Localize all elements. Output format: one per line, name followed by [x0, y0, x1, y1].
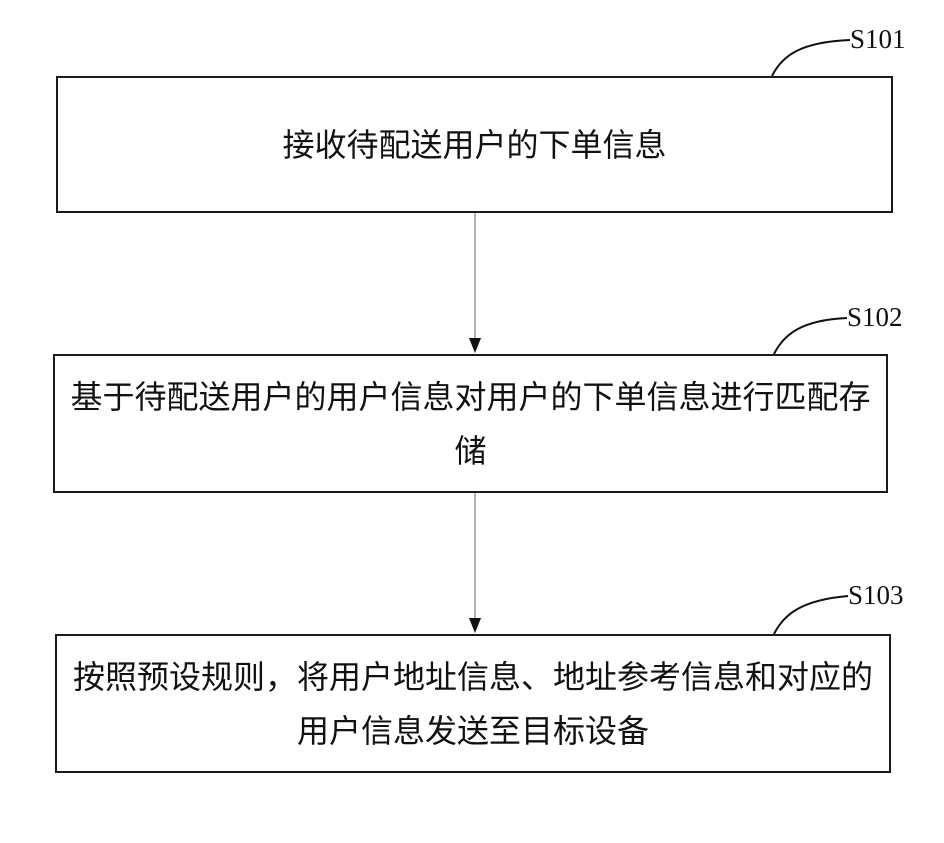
- label-leader-s103: [774, 596, 848, 634]
- step-label-s102: S102: [847, 302, 903, 332]
- step-text-s102: 基于待配送用户的用户信息对用户的下单信息进行匹配存储: [69, 370, 872, 478]
- label-leader-s102: [774, 318, 847, 354]
- step-label-s103: S103: [848, 580, 904, 610]
- step-label-s101: S101: [850, 24, 906, 54]
- flow-arrow-2-head: [469, 618, 481, 633]
- step-text-s101: 接收待配送用户的下单信息: [282, 118, 666, 172]
- flow-arrow-1-head: [469, 338, 481, 353]
- step-box-s101: 接收待配送用户的下单信息: [56, 76, 893, 213]
- label-leader-s101: [772, 40, 850, 76]
- step-box-s102: 基于待配送用户的用户信息对用户的下单信息进行匹配存储: [53, 354, 888, 493]
- step-text-s103: 按照预设规则，将用户地址信息、地址参考信息和对应的用户信息发送至目标设备: [71, 650, 875, 758]
- step-box-s103: 按照预设规则，将用户地址信息、地址参考信息和对应的用户信息发送至目标设备: [55, 634, 891, 773]
